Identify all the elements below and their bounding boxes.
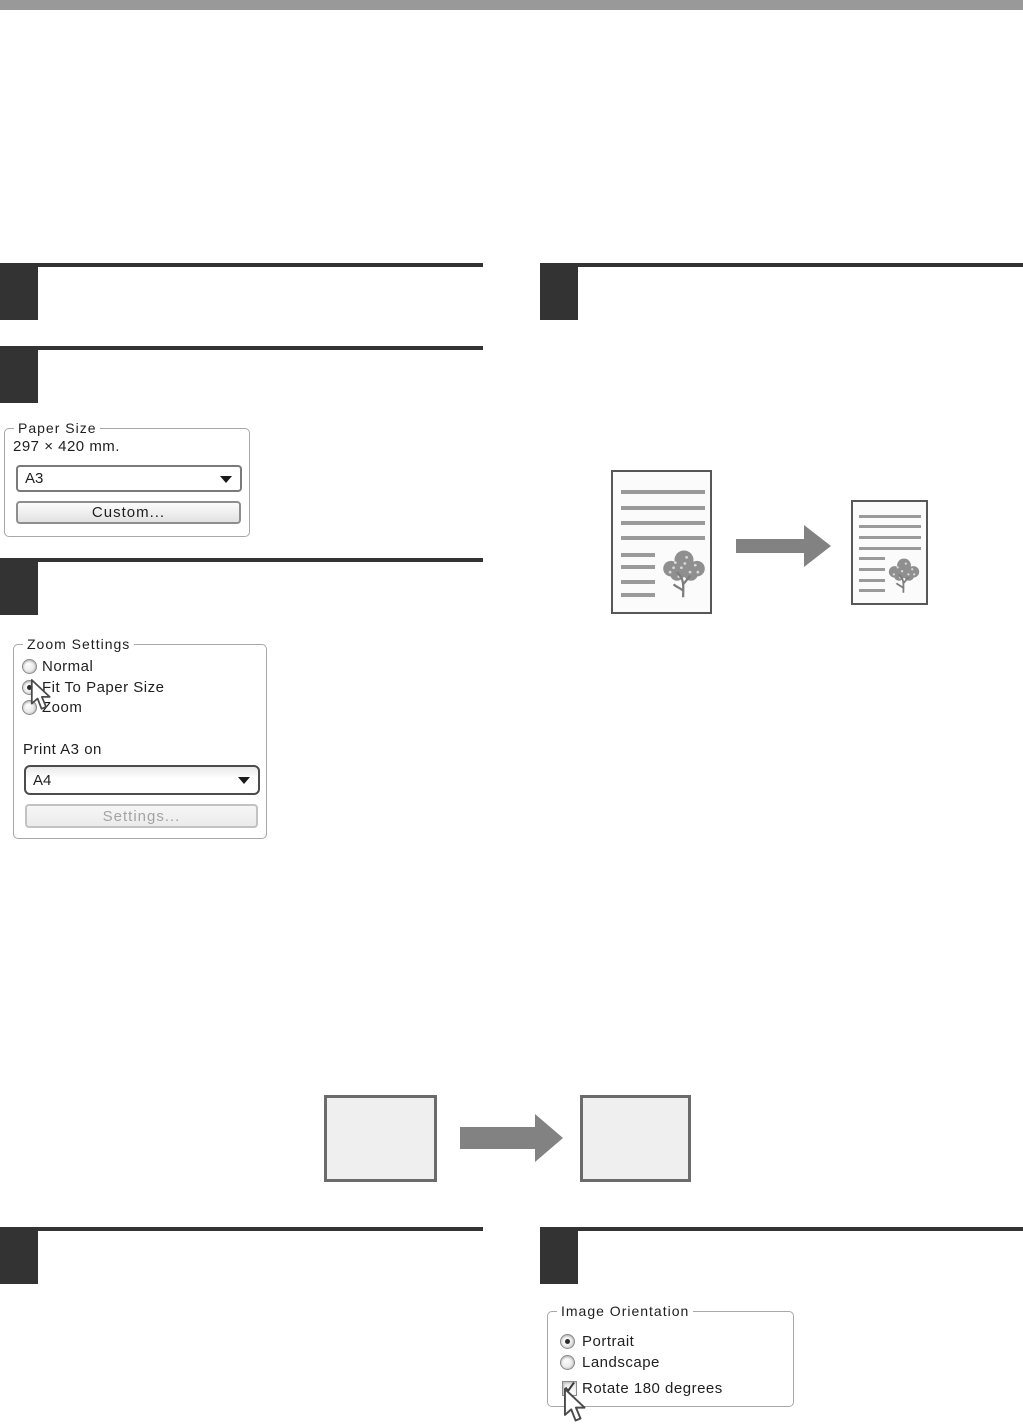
dropdown-arrow-icon[interactable] [220,475,232,483]
print-on-paper-select-value: A4 [33,771,52,789]
print-on-label: Print A3 on [23,741,102,758]
image-orientation-group-title: Image Orientation [557,1303,694,1319]
radio-portrait-label: Portrait [582,1333,635,1350]
paper-dimensions-text: 297 × 420 mm. [13,438,120,455]
step-marker-2 [0,346,38,403]
mouse-cursor-icon [563,1388,586,1422]
radio-normal[interactable] [22,659,37,674]
zoom-settings-group-title: Zoom Settings [23,636,135,652]
paper-size-select[interactable]: A3 [16,465,242,492]
paper-size-group-title: Paper Size [14,420,101,436]
paper-size-groupbox: Paper Size 297 × 420 mm. A3 Custom... [4,420,250,537]
zoom-settings-groupbox: Zoom Settings Normal Fit To Paper Size Z… [13,636,267,839]
mouse-cursor-icon [30,679,51,710]
paper-size-select-value: A3 [25,470,44,487]
radio-zoom-label: Zoom [42,699,83,716]
rotate-180-checkbox-label: Rotate 180 degrees [582,1380,723,1397]
tree-image [888,558,920,593]
radio-landscape[interactable] [560,1355,575,1370]
blank-page-illustration-left [324,1095,437,1182]
image-orientation-groupbox: Image Orientation Portrait Landscape Rot… [547,1303,794,1407]
step-marker-1 [0,263,38,320]
radio-landscape-label: Landscape [582,1354,660,1371]
page-top-bar [0,0,1023,10]
tree-image [663,550,705,598]
step-rule-3 [38,558,483,562]
custom-paper-button-label: Custom... [91,504,166,521]
document-illustration-large [611,470,712,614]
transform-arrow-icon [460,1114,563,1162]
radio-zoom[interactable] [22,700,37,715]
dropdown-arrow-icon[interactable] [238,777,250,784]
step-rule-5 [38,1227,483,1231]
step-marker-3 [0,558,38,615]
step-rule-1 [38,263,483,267]
zoom-settings-button-label: Settings... [102,807,181,825]
step-marker-4 [540,263,578,320]
radio-fit-to-paper-size-label: Fit To Paper Size [42,679,165,696]
blank-page-illustration-right [580,1095,691,1182]
document-illustration-small [851,500,928,605]
print-on-paper-select[interactable]: A4 [24,765,260,795]
custom-paper-button[interactable]: Custom... [16,501,241,524]
step-rule-2 [38,346,483,350]
step-marker-6 [540,1227,578,1284]
step-marker-5 [0,1227,38,1284]
radio-normal-label: Normal [42,658,94,675]
zoom-settings-button: Settings... [25,804,258,828]
step-rule-6 [578,1227,1023,1231]
step-rule-4 [578,263,1023,267]
radio-portrait[interactable] [560,1334,575,1349]
transform-arrow-icon [736,525,831,567]
